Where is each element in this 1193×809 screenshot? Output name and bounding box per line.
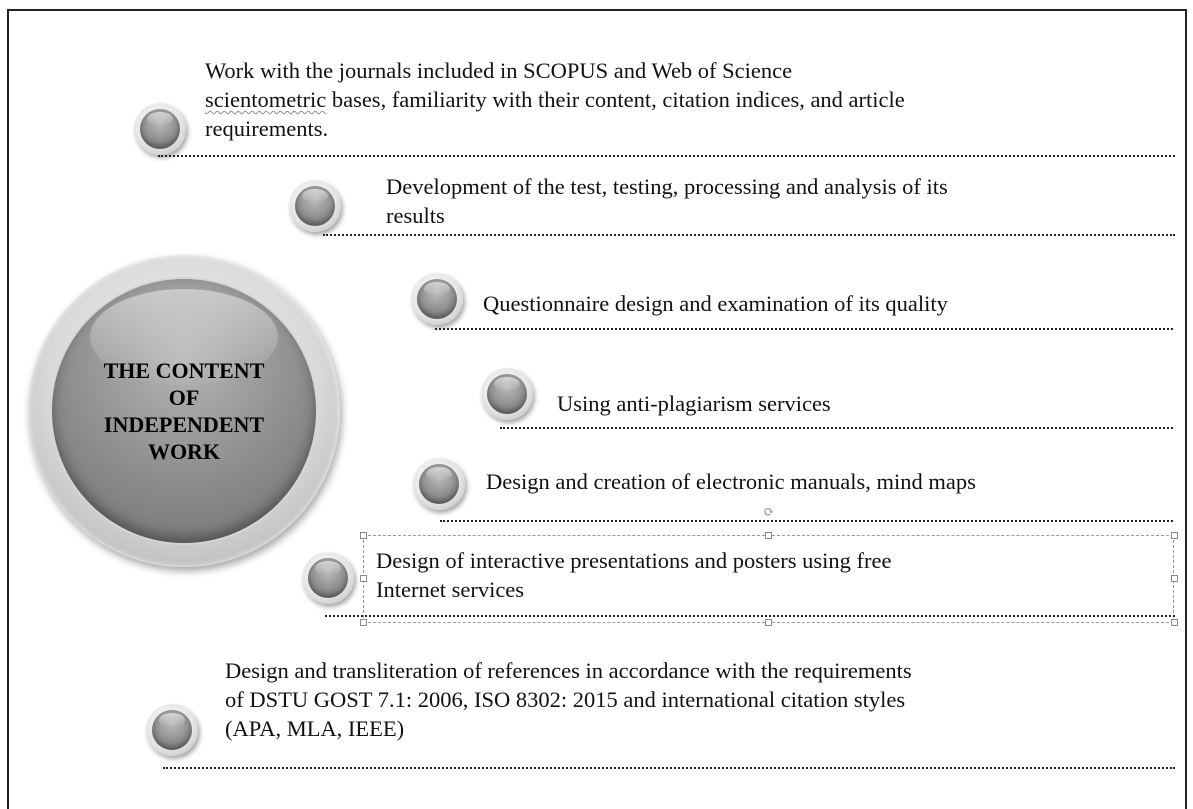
bullet-icon — [302, 552, 354, 604]
spellcheck-word: scientometric — [205, 87, 327, 112]
item-7-dotted-line — [163, 767, 1175, 769]
item-7-text: Design and transliteration of references… — [225, 656, 912, 743]
item-6-line-2: Internet services — [376, 577, 525, 602]
diagram-frame — [7, 9, 1187, 809]
rotate-handle-icon[interactable]: ⟳ — [763, 504, 775, 519]
item-1-line-1: Work with the journals included in SCOPU… — [205, 58, 793, 83]
center-title-line: INDEPENDENT — [103, 412, 265, 437]
item-2-line-1: Development of the test, testing, proces… — [386, 174, 948, 199]
item-6-text: Design of interactive presentations and … — [376, 546, 891, 604]
center-title: THE CONTENT OF INDEPENDENT WORK — [59, 357, 309, 465]
item-5-dotted-line — [440, 520, 1173, 522]
item-2-line-2: results — [386, 203, 445, 228]
item-5-text: Design and creation of electronic manual… — [486, 467, 976, 496]
center-circle: THE CONTENT OF INDEPENDENT WORK — [28, 255, 340, 567]
item-3-line-1: Questionnaire design and examination of … — [483, 291, 948, 316]
item-6-dotted-line — [325, 615, 1175, 617]
center-title-line: WORK — [147, 439, 221, 464]
resize-handle-sw[interactable] — [360, 619, 367, 626]
item-4-dotted-line — [500, 427, 1173, 429]
resize-handle-e[interactable] — [1171, 575, 1178, 582]
center-gloss — [90, 289, 278, 385]
resize-handle-w[interactable] — [360, 575, 367, 582]
item-1-text: Work with the journals included in SCOPU… — [205, 56, 905, 143]
item-7-line-1: Design and transliteration of references… — [225, 658, 912, 683]
bullet-icon — [146, 704, 198, 756]
item-3-dotted-line — [435, 328, 1173, 330]
bullet-icon — [134, 103, 186, 155]
item-7-line-2: of DSTU GOST 7.1: 2006, ISO 8302: 2015 a… — [225, 687, 906, 712]
item-2-text: Development of the test, testing, proces… — [386, 172, 948, 230]
resize-handle-ne[interactable] — [1171, 532, 1178, 539]
item-3-text: Questionnaire design and examination of … — [483, 289, 948, 318]
item-4-line-1: Using anti-plagiarism services — [557, 391, 831, 416]
item-1-dotted-line — [158, 155, 1175, 157]
center-title-line: OF — [168, 385, 200, 410]
bullet-icon — [481, 368, 533, 420]
center-circle-core: THE CONTENT OF INDEPENDENT WORK — [52, 279, 316, 543]
item-2-dotted-line — [323, 234, 1175, 236]
center-title-line: THE CONTENT — [103, 358, 265, 383]
bullet-icon — [411, 273, 463, 325]
bullet-icon — [289, 180, 341, 232]
item-5-line-1: Design and creation of electronic manual… — [486, 469, 976, 494]
bullet-icon — [413, 458, 465, 510]
item-4-text: Using anti-plagiarism services — [557, 389, 831, 418]
item-1-line-3: requirements. — [205, 116, 329, 141]
item-1-line-2: scientometric bases, familiarity with th… — [205, 85, 905, 114]
resize-handle-se[interactable] — [1171, 619, 1178, 626]
resize-handle-s[interactable] — [765, 619, 772, 626]
item-7-line-3: (APA, MLA, IEEE) — [225, 716, 405, 741]
resize-handle-n[interactable] — [765, 532, 772, 539]
item-1-line-2-rest: bases, familiarity with their content, c… — [331, 87, 905, 112]
item-6-line-1: Design of interactive presentations and … — [376, 548, 892, 573]
resize-handle-nw[interactable] — [360, 532, 367, 539]
